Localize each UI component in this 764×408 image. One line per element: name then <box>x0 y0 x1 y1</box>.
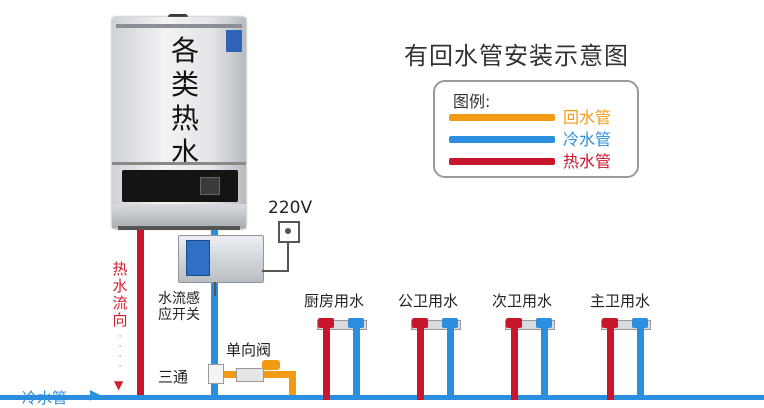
hot-water-main-pipe <box>137 230 144 400</box>
fixture-hot-cap-master-bath <box>602 318 618 328</box>
power-voltage-label: 220V <box>268 198 313 218</box>
return-pipe-segment-2 <box>262 371 296 378</box>
fixture-label-second-bath: 次卫用水 <box>492 292 553 310</box>
legend-label-return: 回水管 <box>563 108 612 127</box>
fixture-cold-cap-public-bath <box>442 318 458 328</box>
heater-control-panel <box>122 170 238 202</box>
cold-water-main-pipe <box>0 395 764 400</box>
fixture-valve-kitchen <box>317 320 367 330</box>
heater-brand-label <box>226 30 242 52</box>
fixture-hot-pipe-master-bath <box>607 328 614 400</box>
check-valve <box>236 368 264 382</box>
diagram-title: 有回水管安装示意图 <box>404 42 629 70</box>
heater-bottom-edge <box>118 226 240 230</box>
hot-flow-direction-label: 热水流向 <box>112 260 128 329</box>
fixture-hot-pipe-public-bath <box>417 328 424 400</box>
fixture-label-public-bath: 公卫用水 <box>398 292 459 310</box>
heater-base <box>112 204 246 228</box>
fixture-hot-cap-kitchen <box>318 318 334 328</box>
tee-label: 三通 <box>158 368 189 386</box>
check-valve-label: 单向阀 <box>226 341 272 359</box>
tee-fitting <box>208 364 224 384</box>
return-pipe-down <box>289 371 296 400</box>
fixture-label-master-bath: 主卫用水 <box>590 292 651 310</box>
fixture-hot-cap-second-bath <box>506 318 522 328</box>
fixture-cold-pipe-kitchen <box>353 328 360 400</box>
legend-box: 图例: 回水管 冷水管 热水管 <box>433 80 639 178</box>
fixture-hot-cap-public-bath <box>412 318 428 328</box>
fixture-cold-cap-master-bath <box>632 318 648 328</box>
fixture-cold-cap-kitchen <box>348 318 364 328</box>
hot-flow-arrow-head: ▼ <box>114 378 124 392</box>
fixture-cold-pipe-second-bath <box>541 328 548 400</box>
fixture-cold-pipe-master-bath <box>637 328 644 400</box>
cold-flow-arrow-icon: ▶ <box>90 387 101 403</box>
fixture-hot-pipe-second-bath <box>511 328 518 400</box>
hot-flow-dotted-arrow: ···· <box>118 332 122 372</box>
legend-label-hot: 热水管 <box>563 152 612 171</box>
cold-water-inlet-pipe <box>211 230 218 400</box>
fixture-cold-cap-second-bath <box>536 318 552 328</box>
power-wire-vertical <box>287 243 289 271</box>
fixture-cold-pipe-public-bath <box>447 328 454 400</box>
fixture-hot-pipe-kitchen <box>323 328 330 400</box>
power-outlet-socket <box>285 228 291 234</box>
heater-divider <box>112 162 246 165</box>
legend-line-return <box>449 114 555 121</box>
return-pipe-segment <box>222 371 238 378</box>
fixture-valve-public-bath <box>411 320 461 330</box>
legend-label-cold: 冷水管 <box>563 130 612 149</box>
legend-line-cold <box>449 136 555 143</box>
legend-line-hot <box>449 158 555 165</box>
cold-pipe-label: 冷水管 <box>22 389 68 407</box>
fixture-valve-master-bath <box>601 320 651 330</box>
power-wire-horizontal <box>262 270 289 272</box>
fixture-valve-second-bath <box>505 320 555 330</box>
legend-heading: 图例: <box>453 92 491 111</box>
sensor-wire <box>214 282 216 296</box>
heater-display <box>200 177 220 195</box>
check-valve-handle <box>262 360 280 370</box>
flow-sensor-screen <box>186 240 210 276</box>
fixture-label-kitchen: 厨房用水 <box>304 292 365 310</box>
flow-sensor-label: 水流感应开关 <box>158 291 200 323</box>
heater-top-trim <box>116 24 242 28</box>
